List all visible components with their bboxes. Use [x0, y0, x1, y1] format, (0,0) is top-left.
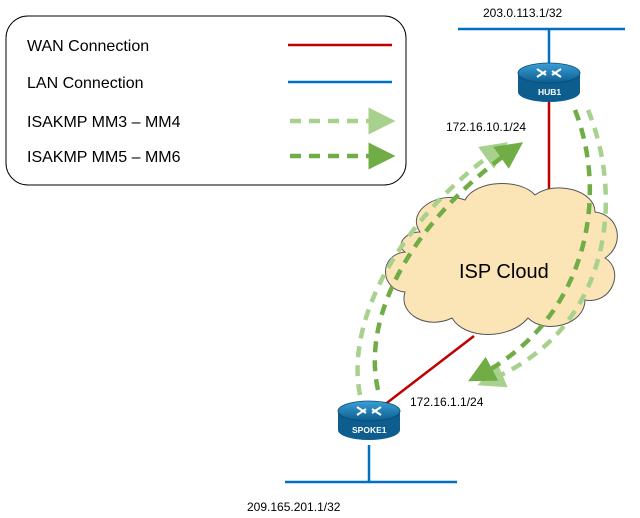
- spoke-wan-link: [374, 335, 475, 413]
- router-top: [517, 62, 581, 84]
- isakmp-flows: [355, 109, 609, 396]
- legend-label-mm34: ISAKMP MM3 – MM4: [27, 114, 181, 131]
- legend-label-wan: WAN Connection: [27, 38, 149, 55]
- cloud-label: ISP Cloud: [459, 261, 549, 283]
- router-spoke1[interactable]: SPOKE1: [337, 400, 401, 440]
- router-arrows-icon: [356, 406, 382, 416]
- router-top: [337, 400, 401, 422]
- mm34-spoke-to-hub: [355, 142, 508, 396]
- router-arrows-icon: [536, 68, 562, 78]
- hub-wan-ip: 172.16.10.1/24: [446, 120, 526, 134]
- spoke-wan-ip: 172.16.1.1/24: [410, 395, 484, 409]
- isp-cloud: ISP Cloud: [385, 183, 618, 335]
- legend-label-lan: LAN Connection: [27, 75, 144, 92]
- legend: WAN Connection LAN Connection ISAKMP MM3…: [5, 15, 407, 186]
- spoke-lan-ip: 209.165.201.1/32: [247, 500, 341, 514]
- legend-box: [5, 15, 407, 186]
- legend-label-mm56: ISAKMP MM5 – MM6: [27, 149, 181, 166]
- mm34-hub-to-spoke: [477, 109, 609, 388]
- hub-lan-ip: 203.0.113.1/32: [483, 6, 563, 20]
- router-hub1[interactable]: HUB1: [517, 62, 581, 102]
- router-label-hub1: HUB1: [538, 87, 561, 97]
- cloud-shape: [385, 183, 618, 335]
- mm56-hub-to-spoke: [468, 109, 593, 382]
- router-label-spoke1: SPOKE1: [352, 425, 387, 435]
